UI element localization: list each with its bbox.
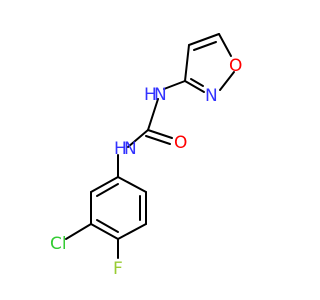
bond-carbonyl-2 [145,135,171,145]
bond-n-c3 [184,80,205,93]
bond-carbonyl-1 [147,129,173,139]
bond-c3-c4 [184,44,190,82]
atom-n-urea-top-h: H [144,85,157,105]
bond-urea-c-n-top [147,98,159,131]
atom-f: F [113,259,123,279]
bond-ph-inner-2 [96,219,119,233]
bond-n-c3-inner [190,78,204,87]
bond-c3-cl [65,223,92,240]
atom-n-urea-top: N [154,85,167,105]
bond-ph-c4-c5 [117,223,147,240]
atom-o-isoxazole: O [229,56,242,76]
atom-labels: N H N H O N O Cl F [50,56,242,279]
molecule-canvas: N H N H O N O Cl F [50,33,242,279]
bond-o-n [219,71,235,91]
bond-n-isoxazole-c3 [163,80,186,90]
bond-ph-c3-c4 [90,223,119,240]
bond-ph-c6-c1 [117,176,147,193]
atom-n-urea-bottom: N [124,139,137,159]
bond-ph-c1-c2 [90,176,119,193]
atom-n-urea-bottom-h: H [114,139,127,159]
bond-ph-inner-1 [96,183,119,197]
bond-c4-c5-inner [193,41,217,51]
atom-o-carbonyl: O [174,133,187,153]
bond-c4-c5 [188,33,220,46]
bond-urea-c-n-bottom [127,129,149,148]
atom-n-isoxazole: N [205,86,218,106]
molecule-structure: N H N H O N O Cl F [50,33,242,279]
atom-cl: Cl [50,234,67,254]
bond-c5-o [218,33,232,57]
bonds [65,33,235,259]
